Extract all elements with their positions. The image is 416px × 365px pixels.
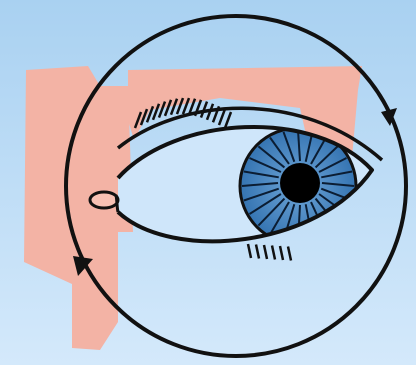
tear-duct-line — [116, 195, 118, 212]
eye-pupil — [280, 163, 320, 203]
tear-duct — [90, 192, 118, 208]
